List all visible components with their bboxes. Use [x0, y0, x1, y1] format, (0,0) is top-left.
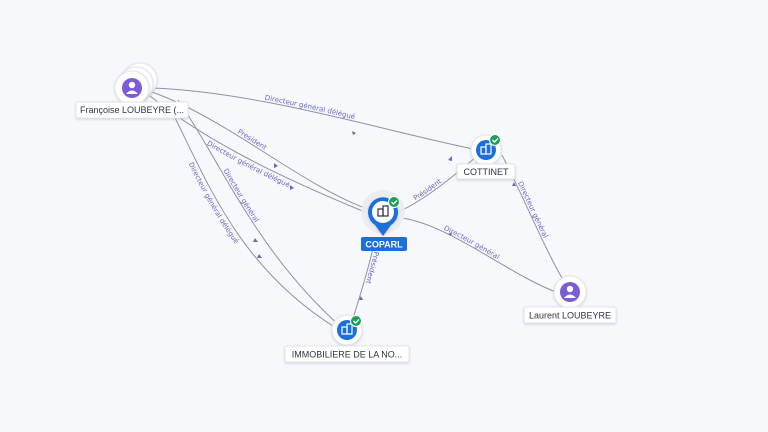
arrow-icon	[253, 238, 258, 242]
arrow-icon	[352, 131, 356, 135]
person-icon	[560, 282, 580, 302]
arrow-icon	[274, 163, 278, 168]
arrow-icon	[257, 254, 262, 258]
edge-label: President	[236, 128, 268, 152]
verified-check-icon	[350, 315, 362, 327]
edge-francoise-immobiliere-dg: Directeur général	[177, 99, 341, 327]
arrow-icon	[448, 156, 452, 161]
edge-laurent-coparl: Directeur général	[401, 217, 557, 293]
edge-francoise-cottinet: Directeur général délégué	[151, 87, 479, 151]
edge-label: Président	[364, 251, 380, 285]
building-icon	[476, 140, 496, 160]
arrow-icon	[448, 232, 452, 236]
edge-label: Directeur général délégué	[264, 94, 356, 121]
node-coparl[interactable]: COPARL	[361, 190, 407, 251]
node-laurent-loubeyre[interactable]: Laurent LOUBEYRE	[523, 275, 617, 324]
focus-label-box	[361, 237, 407, 251]
arrow-icon	[512, 182, 516, 186]
node-label: Françoise LOUBEYRE (...	[80, 105, 184, 115]
node-label: Laurent LOUBEYRE	[529, 311, 611, 321]
edge-label: Directeur général	[222, 167, 261, 223]
edge-label: Président	[412, 177, 443, 202]
verified-check-icon	[388, 196, 400, 208]
node-cottinet[interactable]: COTTINET	[456, 134, 516, 180]
node-label: COTTINET	[464, 167, 509, 177]
edge-label: Directeur général	[516, 180, 549, 239]
arrow-icon	[290, 185, 294, 190]
edge-coparl-cottinet: Président	[397, 151, 483, 213]
arrow-icon	[359, 296, 363, 300]
edge-label: Directeur général délégué	[187, 161, 241, 245]
verified-check-icon	[489, 134, 501, 146]
person-icon	[122, 78, 142, 98]
node-immobiliere[interactable]: IMMOBILIERE DE LA NO...	[284, 314, 410, 363]
edge-label: Directeur général délégué	[205, 139, 291, 189]
building-icon	[377, 205, 389, 217]
node-label: COPARL	[365, 240, 403, 250]
edge-label: Directeur général	[443, 224, 501, 261]
node-label: IMMOBILIERE DE LA NO...	[292, 350, 403, 360]
node-francoise-loubeyre[interactable]: Françoise LOUBEYRE (...	[75, 62, 189, 119]
